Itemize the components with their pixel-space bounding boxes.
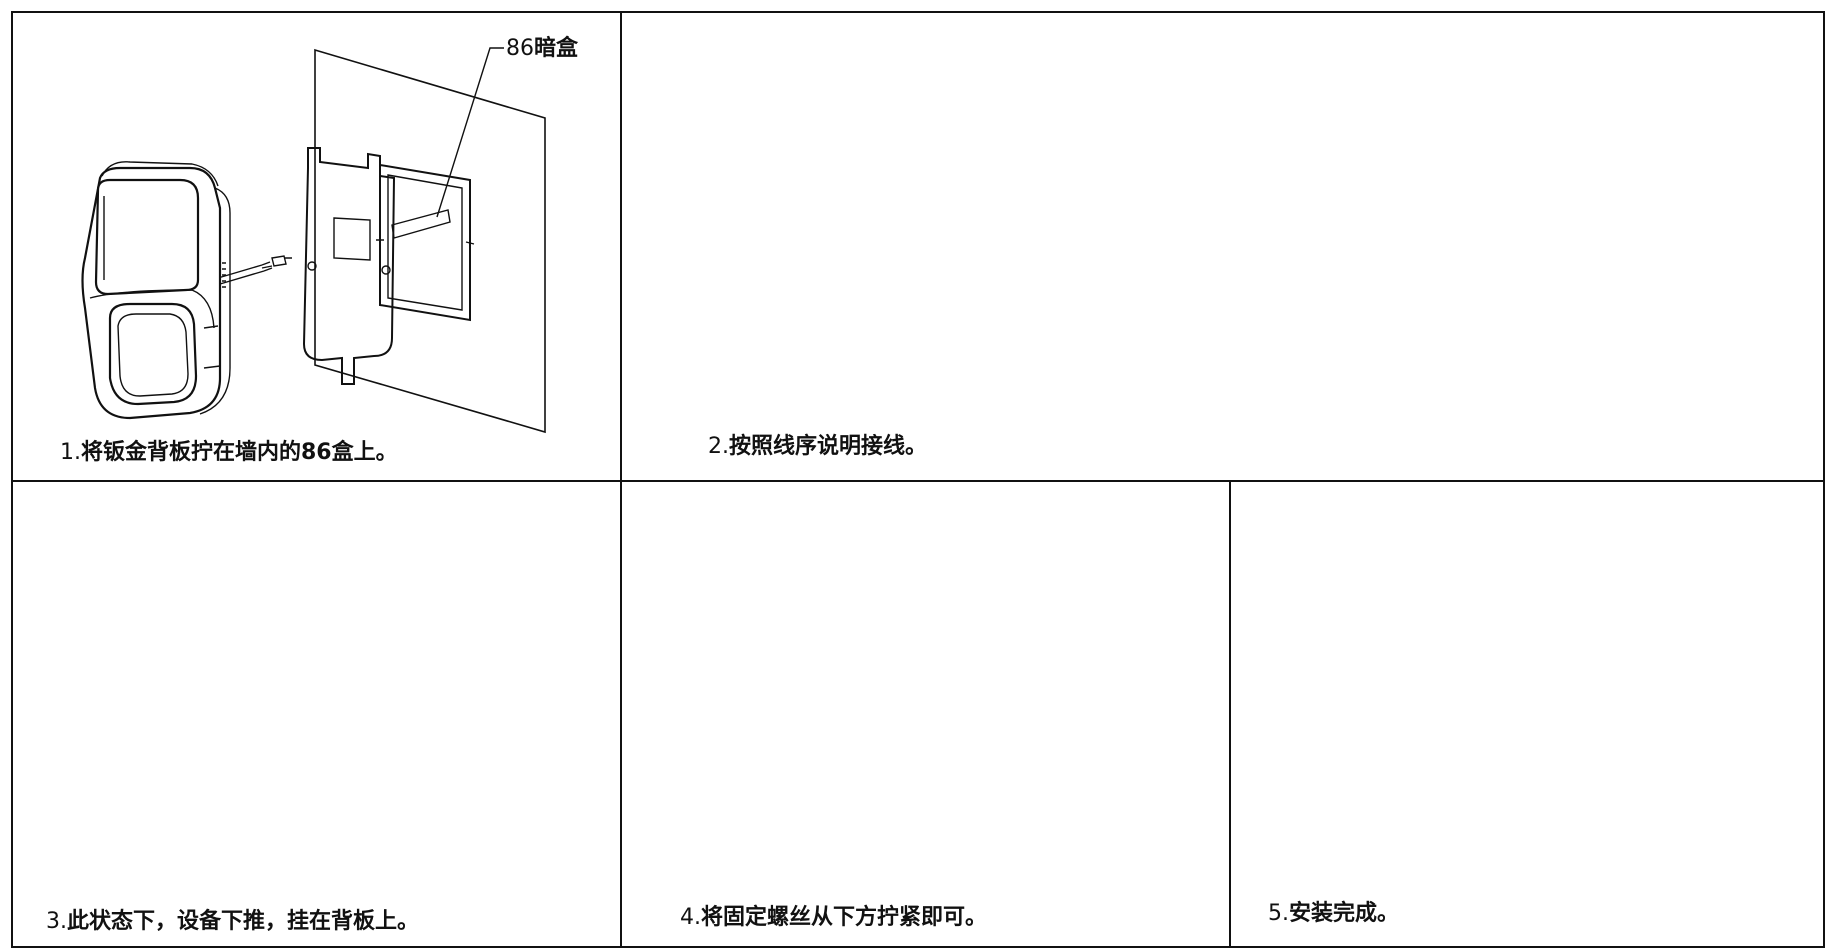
step5-caption: 5.安装完成。	[1268, 895, 1399, 927]
panel-grid	[11, 11, 1825, 948]
label-86-number: 86	[506, 36, 534, 61]
label-86-box: 86暗盒	[506, 30, 578, 62]
step3-number: 3.	[46, 909, 67, 934]
junction-box-86	[376, 163, 475, 322]
step1-caption: 1.将钣金背板拧在墙内的86盒上。	[60, 434, 398, 466]
step5-number: 5.	[1268, 901, 1289, 926]
step1-number: 1.	[60, 440, 81, 465]
step4-number: 4.	[680, 905, 701, 930]
label-86-text: 暗盒	[534, 36, 579, 61]
step2-text: 按照线序说明接线。	[729, 434, 928, 459]
step5-text: 安装完成。	[1289, 901, 1400, 926]
step1-text: 将钣金背板拧在墙内的86盒上。	[81, 440, 398, 465]
step2-number: 2.	[708, 434, 729, 459]
leader-line-86	[436, 47, 504, 218]
step4-text: 将固定螺丝从下方拧紧即可。	[701, 905, 988, 930]
step3-caption: 3.此状态下，设备下推，挂在背板上。	[46, 903, 419, 935]
step4-caption: 4.将固定螺丝从下方拧紧即可。	[680, 899, 987, 931]
step1-illustration	[81, 47, 546, 434]
step2-caption: 2.按照线序说明接线。	[708, 428, 927, 460]
step3-text: 此状态下，设备下推，挂在背板上。	[67, 909, 420, 934]
